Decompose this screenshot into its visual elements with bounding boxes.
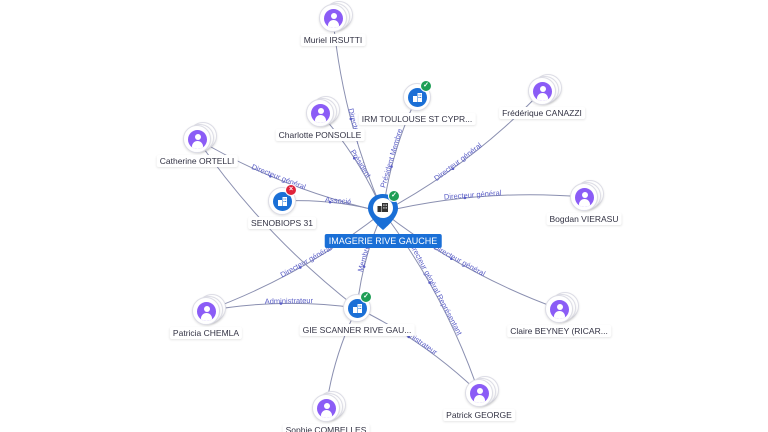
edge-arrow [352,156,356,160]
edge-arrow [451,167,455,170]
node-label: Muriel IRSUTTI [300,34,366,46]
edge-george-gie [356,307,480,394]
person-avatar-stack [528,74,562,105]
person-icon [550,300,569,319]
edge-arrow [298,266,302,269]
edge-arrow [269,174,272,178]
person-icon [188,130,207,149]
building-icon [408,88,427,107]
edge-arrow [390,165,393,168]
person-icon [533,82,552,101]
building-icon [273,192,292,211]
node-label: Claire BEYNEY (RICAR... [507,325,611,337]
person-icon [317,399,336,418]
center-node-label: IMAGERIE RIVE GAUCHE [324,234,442,248]
person-icon [575,188,594,207]
person-avatar-stack [319,1,353,32]
edge-arrow [463,196,467,200]
person-avatar-stack [465,376,499,407]
node-label: IRM TOULOUSE ST CYPR... [358,113,476,125]
person-avatar-stack [183,122,217,153]
node-label: GIE SCANNER RIVE GAU... [299,324,415,336]
verified-badge-icon: ✓ [420,80,432,92]
edge-label: Associé [325,195,352,207]
edge-arrow [428,281,431,284]
company-avatar: ✓ [403,80,432,111]
person-icon [197,302,216,321]
node-label: Patricia CHEMLA [169,327,243,339]
person-icon [311,104,330,123]
verified-badge-icon: ✓ [360,291,372,303]
person-avatar-stack [570,180,604,211]
person-icon [324,9,343,28]
company-avatar: × [268,184,297,215]
node-label: Sophie COMBELLES [282,424,370,432]
edge-arrow [362,265,366,268]
node-label: Bogdan VIERASU [546,213,622,225]
edge-label: Membre [356,244,372,273]
edge-george-center [382,211,480,394]
edge-label: Directeur général [432,141,483,183]
node-label: Frédérique CANAZZI [499,107,585,119]
node-label: Charlotte PONSOLLE [275,129,365,141]
edge-label: Président Membre [378,127,404,188]
edge-arrow [407,335,411,339]
edge-label: Directeur général [444,188,502,201]
edge-arrow [450,257,453,261]
verified-badge-icon: ✓ [388,190,400,202]
person-avatar-stack [545,292,579,323]
edge-chemla-center [205,211,384,312]
node-label: Catherine ORTELLI [156,155,238,167]
person-avatar-stack [312,391,346,422]
closed-badge-icon: × [285,184,297,196]
person-avatar-stack [192,294,226,325]
edge-beyney-center [382,211,560,310]
edge-arrow [328,200,332,204]
edge-arrow [349,117,353,121]
edge-label: Directeur général [432,243,487,279]
person-avatar-stack [306,96,340,127]
company-avatar: ✓ [343,291,372,322]
center-company-pin: ✓ [366,190,400,232]
edge-vierasu-center [382,194,585,213]
edge-label: Directeur général [279,243,334,279]
edge-arrow [279,302,283,305]
building-icon [348,299,367,318]
node-label: SENOBIOPS 31 [248,217,316,229]
edge-label: Administrateur [265,296,314,306]
node-label: Patrick GEORGE [443,409,515,421]
person-icon [470,384,489,403]
